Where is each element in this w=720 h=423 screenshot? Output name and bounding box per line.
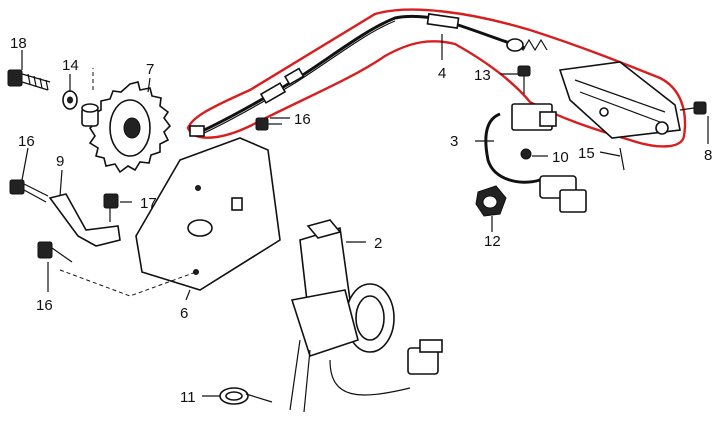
bolt-16-left-bottom bbox=[37, 241, 73, 263]
small-bracket bbox=[48, 193, 121, 247]
callout-15: 15 bbox=[578, 145, 595, 162]
callout-16-right: 16 bbox=[294, 111, 311, 128]
bolt-16-left-top bbox=[9, 179, 49, 203]
leader-lines bbox=[21, 34, 709, 397]
callout-16-top-left: 16 bbox=[18, 133, 35, 150]
bracket-plate bbox=[59, 137, 281, 297]
cable-assembly bbox=[189, 13, 681, 139]
callout-6: 6 bbox=[180, 305, 188, 322]
bolt-13 bbox=[517, 65, 531, 94]
sprocket-gear bbox=[88, 81, 172, 174]
callout-2: 2 bbox=[374, 235, 382, 252]
callout-3: 3 bbox=[450, 133, 458, 150]
clip bbox=[219, 387, 273, 405]
callout-4: 4 bbox=[438, 65, 446, 82]
callout-17: 17 bbox=[140, 195, 157, 212]
wiring-harness bbox=[484, 103, 587, 213]
highlight-outline bbox=[186, 8, 687, 148]
callout-12: 12 bbox=[484, 233, 501, 250]
callout-9: 9 bbox=[56, 153, 64, 170]
callout-18: 18 bbox=[10, 35, 27, 52]
bolt-17 bbox=[103, 193, 119, 222]
grommet bbox=[475, 185, 507, 217]
callout-14: 14 bbox=[62, 57, 79, 74]
bolt-18 bbox=[7, 69, 51, 91]
bushing bbox=[81, 68, 99, 127]
motor bbox=[289, 219, 443, 413]
callout-7: 7 bbox=[146, 61, 154, 78]
nut-10 bbox=[520, 148, 532, 160]
callout-8: 8 bbox=[704, 147, 712, 164]
callout-16-bottom-left: 16 bbox=[36, 297, 53, 314]
washer-14 bbox=[62, 90, 78, 110]
callout-13: 13 bbox=[474, 67, 491, 84]
pin bbox=[619, 147, 625, 171]
callout-11: 11 bbox=[180, 389, 196, 406]
bolt-8 bbox=[679, 101, 707, 115]
bolt-16-center bbox=[255, 117, 282, 131]
callout-10: 10 bbox=[552, 149, 569, 166]
